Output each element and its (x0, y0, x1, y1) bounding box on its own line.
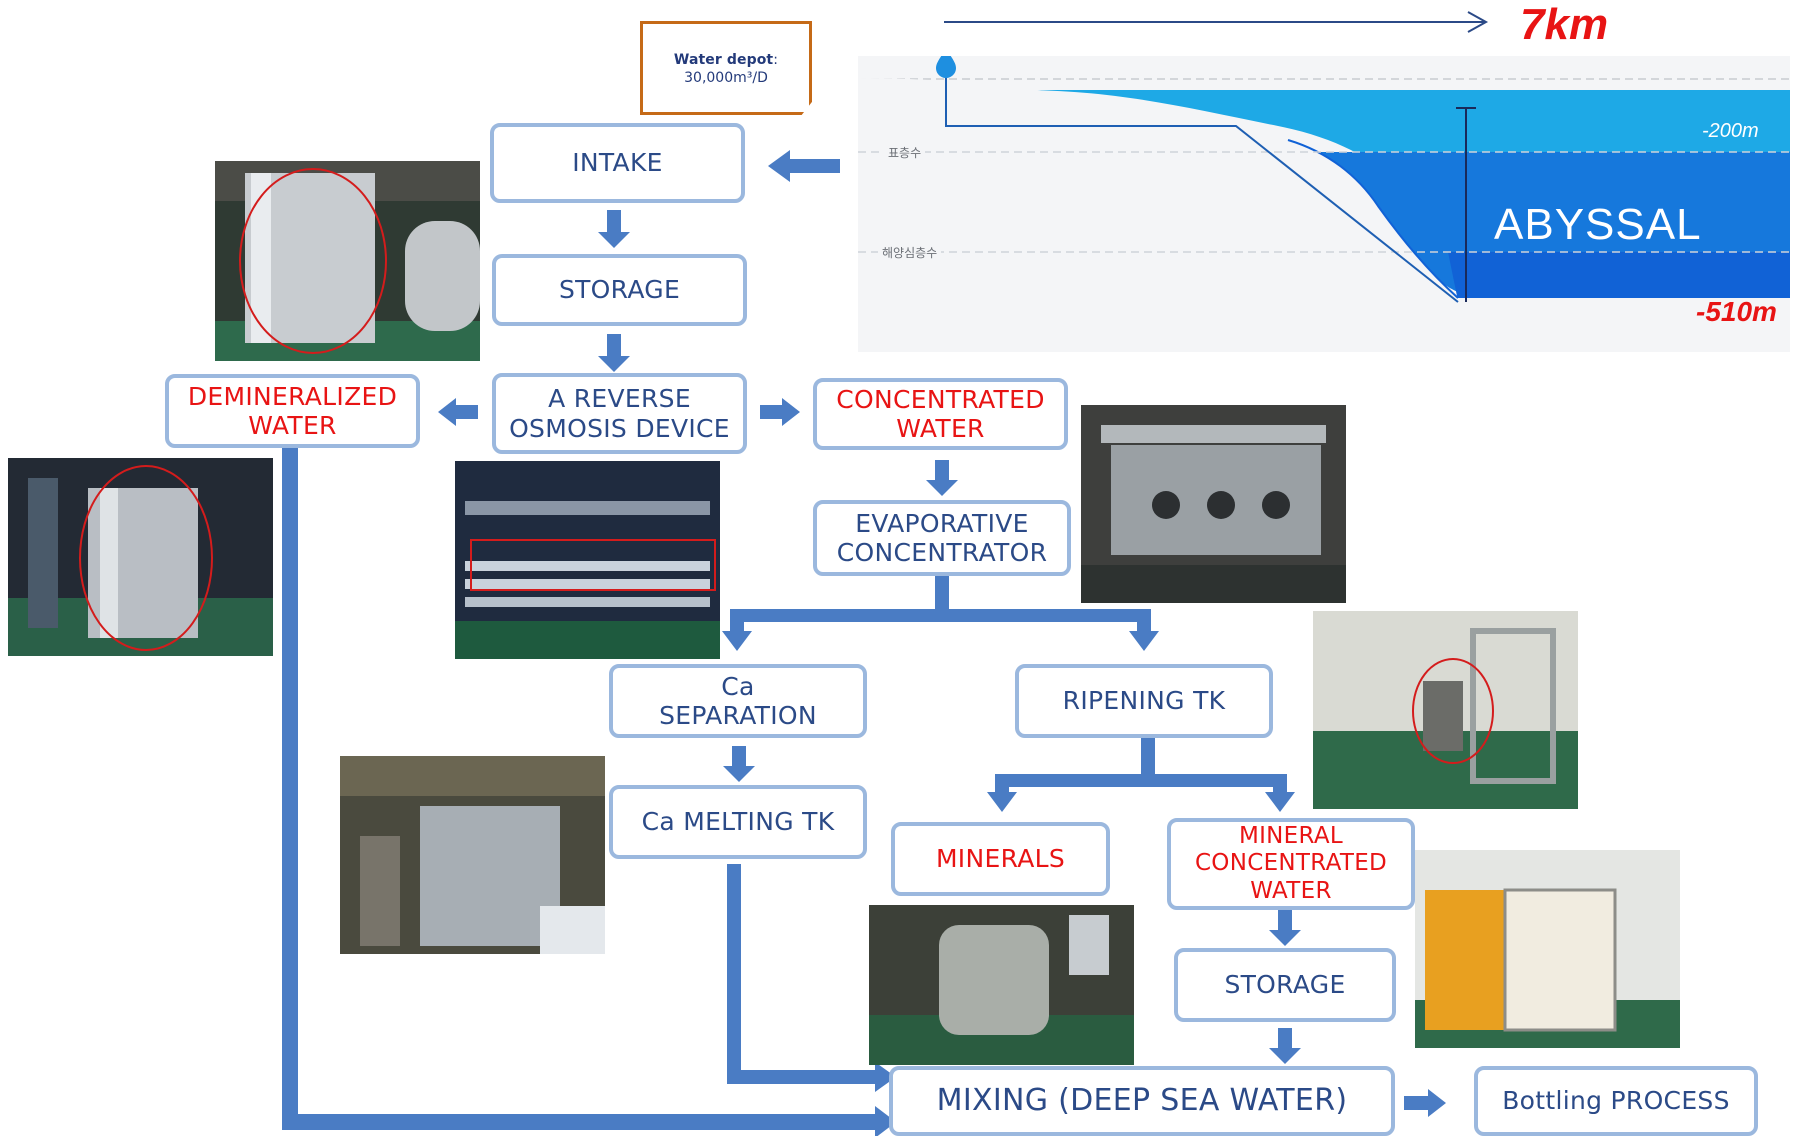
arrow-caseparation-to-melting (723, 746, 755, 782)
connector-melting-to-mixing (727, 864, 896, 1092)
arrow-mixing-to-bottling (1404, 1089, 1446, 1117)
connector-demineralized-to-mixing (282, 447, 896, 1136)
box-demineralized-water-label: DEMINERALIZED WATER (187, 381, 398, 441)
box-storage-2: STORAGE (1174, 948, 1396, 1022)
distance-label: 7km (1520, 0, 1609, 49)
photo-storage-containers (1415, 850, 1680, 1048)
photo-ca-melting-tank (340, 756, 605, 954)
box-evaporative-concentrator: EVAPORATIVE CONCENTRATOR (813, 500, 1071, 576)
box-storage: STORAGE (492, 254, 747, 326)
connector-evaporative-split (722, 576, 1159, 651)
depth-510-label: -510m (1696, 296, 1777, 327)
distance-arrow (944, 11, 1489, 33)
box-mineral-concentrated-water-label: MINERAL CONCENTRATED WATER (1194, 823, 1388, 904)
water-depot-note: Water depot: 30,000m³/D (640, 21, 812, 115)
layer-surface-label: 표층수 (884, 144, 926, 161)
box-minerals: MINERALS (891, 822, 1110, 896)
box-ca-separation: Ca SEPARATION (609, 664, 867, 738)
box-storage-label: STORAGE (558, 275, 681, 305)
box-mineral-concentrated-water: MINERAL CONCENTRATED WATER (1167, 818, 1415, 910)
box-reverse-osmosis-label: A REVERSE OSMOSIS DEVICE (509, 384, 730, 443)
photo-minerals-machine (869, 905, 1134, 1065)
box-demineralized-water: DEMINERALIZED WATER (165, 374, 420, 448)
zone-abyssal-label: ABYSSAL (1494, 200, 1702, 249)
box-concentrated-water-label: CONCENTRATED WATER (836, 384, 1045, 444)
box-mixing: MIXING (DEEP SEA WATER) (889, 1066, 1395, 1136)
box-minerals-label: MINERALS (935, 844, 1066, 874)
photo-demineralized-tank (8, 458, 273, 656)
depot-capacity: 30,000m³/D (684, 70, 768, 86)
connector-ripening-split (987, 738, 1295, 812)
photo-ro-device (455, 461, 720, 659)
arrow-sea-to-intake (768, 150, 840, 182)
box-reverse-osmosis: A REVERSE OSMOSIS DEVICE (492, 373, 747, 454)
box-ca-melting-tank-label: Ca MELTING TK (641, 807, 835, 837)
box-ca-separation-label: Ca SEPARATION (659, 671, 817, 731)
box-mixing-label: MIXING (DEEP SEA WATER) (936, 1083, 1348, 1119)
photo-ripening-tank (1313, 611, 1578, 809)
box-ripening-tank: RIPENING TK (1015, 664, 1273, 738)
photo-evaporative-concentrator (1081, 405, 1346, 603)
arrow-ro-to-demineralized (438, 398, 478, 426)
box-storage-2-label: STORAGE (1224, 970, 1346, 1000)
sea-cross-section: 표층수 해양심층수 -200m ABYSSAL -510m (858, 48, 1790, 352)
arrow-concentrated-to-evaporative (926, 460, 958, 496)
photo-storage-tanks (215, 161, 480, 361)
box-ripening-tank-label: RIPENING TK (1062, 686, 1226, 716)
arrow-storage-to-mixing (1269, 1028, 1301, 1064)
arrow-mineralwater-to-storage (1269, 910, 1301, 946)
box-bottling-process-label: Bottling PROCESS (1502, 1086, 1730, 1116)
box-ca-melting-tank: Ca MELTING TK (609, 785, 867, 859)
depot-title: Water depot (673, 52, 774, 68)
box-intake: INTAKE (490, 123, 745, 203)
arrow-storage-to-ro (598, 334, 630, 372)
arrow-ro-to-concentrated (760, 398, 800, 426)
depot-colon: : (773, 52, 779, 68)
layer-deep-label: 해양심층수 (878, 244, 942, 261)
arrow-intake-to-storage (598, 210, 630, 248)
box-intake-label: INTAKE (572, 148, 663, 178)
box-evaporative-concentrator-label: EVAPORATIVE CONCENTRATOR (836, 508, 1048, 568)
depth-200-label: -200m (1702, 120, 1759, 142)
box-bottling-process: Bottling PROCESS (1474, 1066, 1758, 1136)
box-concentrated-water: CONCENTRATED WATER (813, 378, 1068, 450)
